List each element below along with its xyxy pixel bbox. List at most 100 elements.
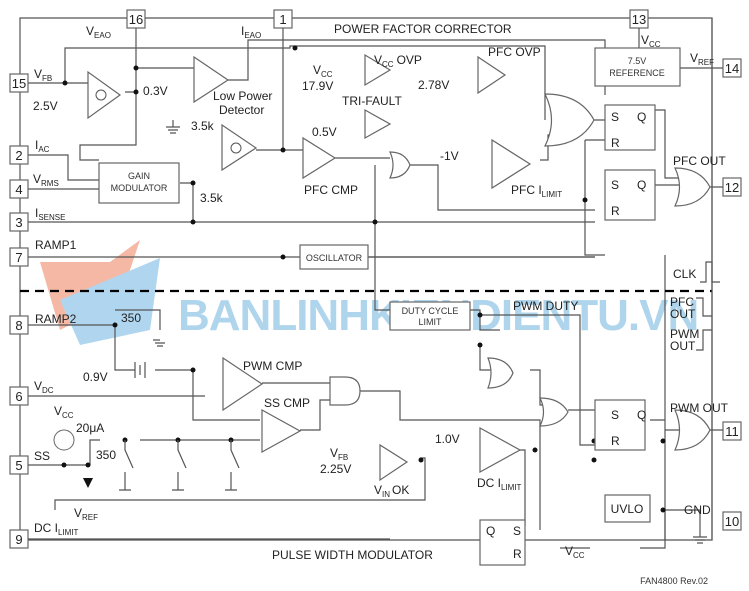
svg-text:IAC: IAC [35, 138, 50, 154]
pfc-nor-gate [389, 151, 411, 179]
pwm-and-gate [329, 376, 361, 406]
svg-text:11: 11 [725, 424, 739, 439]
svg-text:PFC CMP: PFC CMP [304, 183, 358, 197]
svg-text:5: 5 [15, 458, 22, 473]
pfc-out-nor-gate [674, 167, 711, 207]
clk-waveform [700, 261, 720, 283]
svg-text:VCC: VCC [641, 33, 661, 49]
svg-text:S: S [513, 524, 521, 538]
pwm-out-nor-gate [674, 409, 711, 451]
ss-cmp-comparator [261, 408, 302, 454]
svg-text:UVLO: UVLO [611, 502, 644, 516]
svg-text:SS CMP: SS CMP [264, 396, 310, 410]
uvlo-block [604, 494, 651, 523]
svg-text:DC ILIMIT: DC ILIMIT [477, 476, 522, 492]
svg-text:OSCILLATOR: OSCILLATOR [306, 253, 363, 263]
svg-text:LIMIT: LIMIT [418, 317, 442, 327]
pfc-out-waveform [696, 297, 712, 317]
svg-text:ISENSE: ISENSE [35, 206, 65, 222]
svg-text:-1V: -1V [440, 149, 459, 163]
svg-text:3.5k: 3.5k [191, 119, 215, 133]
svg-text:2.78V: 2.78V [418, 78, 449, 92]
svg-text:VFB: VFB [330, 446, 348, 462]
svg-text:R: R [611, 434, 620, 448]
svg-text:2: 2 [15, 148, 22, 163]
svg-text:VCC: VCC [54, 404, 74, 420]
svg-text:350: 350 [96, 448, 116, 462]
svg-text:MODULATOR: MODULATOR [111, 183, 168, 193]
svg-text:Q: Q [637, 178, 646, 192]
oscillator-block [299, 244, 369, 270]
ss-switches [119, 440, 240, 491]
current-error-amplifier [221, 123, 258, 172]
svg-text:GAIN: GAIN [128, 171, 150, 181]
pfc-cmp-comparator [302, 136, 337, 180]
error-amplifier-vfb [87, 70, 122, 120]
svg-text:PWM OUT: PWM OUT [670, 401, 729, 415]
svg-text:DC ILIMIT: DC ILIMIT [34, 521, 79, 537]
svg-text:Low Power: Low Power [213, 89, 272, 103]
svg-text:Q: Q [486, 524, 495, 538]
svg-text:R: R [513, 547, 522, 561]
svg-text:PWM DUTY: PWM DUTY [513, 299, 578, 313]
svg-text:10: 10 [725, 514, 739, 529]
svg-text:Detector: Detector [219, 103, 264, 117]
svg-text:16: 16 [129, 12, 143, 27]
revision-label: FAN4800 Rev.02 [640, 576, 708, 586]
section-title-pwm: PULSE WIDTH MODULATOR [272, 548, 433, 562]
svg-text:2.25V: 2.25V [320, 462, 351, 476]
svg-text:S: S [611, 408, 619, 422]
svg-text:VEAO: VEAO [86, 24, 111, 40]
pfc-flipflop-1 [604, 104, 656, 151]
svg-text:R: R [611, 204, 620, 218]
svg-text:VFB: VFB [34, 67, 52, 83]
svg-text:RAMP2: RAMP2 [35, 312, 77, 326]
svg-text:2.5V: 2.5V [33, 99, 58, 113]
pfc-flipflop-2 [604, 169, 656, 221]
vin-ok-comparator [379, 443, 409, 482]
pfc-ilimit-comparator [491, 138, 532, 190]
junction-dots [61, 45, 666, 513]
svg-text:PFC ILIMIT: PFC ILIMIT [511, 183, 562, 199]
svg-text:3: 3 [15, 215, 22, 230]
svg-text:VREF: VREF [690, 51, 714, 67]
svg-text:0.3V: 0.3V [143, 84, 168, 98]
svg-text:OUT: OUT [670, 307, 696, 321]
svg-text:CLK: CLK [673, 267, 696, 281]
pwm-flipflop [594, 399, 646, 451]
svg-text:15: 15 [12, 76, 26, 91]
svg-text:17.9V: 17.9V [302, 79, 333, 93]
svg-text:VRMS: VRMS [33, 172, 59, 188]
svg-text:OUT: OUT [670, 339, 696, 353]
battery-icon [134, 362, 146, 378]
watermark-logo [40, 240, 160, 345]
pwm-out-waveform [696, 329, 712, 351]
svg-text:PFC: PFC [670, 295, 694, 309]
svg-text:12: 12 [725, 180, 739, 195]
svg-text:VCC: VCC [313, 63, 333, 79]
pin-11 [722, 421, 742, 441]
svg-text:4: 4 [15, 182, 22, 197]
svg-text:6: 6 [15, 389, 22, 404]
svg-text:TRI-FAULT: TRI-FAULT [342, 94, 402, 108]
svg-text:0.9V: 0.9V [83, 370, 108, 384]
svg-text:R: R [611, 136, 620, 150]
tri-fault-comparator [364, 108, 392, 140]
low-power-detector [193, 55, 230, 104]
svg-text:REFERENCE: REFERENCE [609, 68, 665, 78]
svg-text:RAMP1: RAMP1 [35, 238, 77, 252]
svg-text:PFC OUT: PFC OUT [673, 154, 726, 168]
svg-text:PWM: PWM [670, 327, 699, 341]
svg-text:350: 350 [121, 311, 141, 325]
svg-text:20μA: 20μA [76, 421, 104, 435]
ground-icons [153, 120, 707, 544]
pfc-ovp-comparator [477, 55, 507, 95]
pfc-fault-or-gate [544, 93, 595, 147]
current-source-icon [53, 429, 75, 451]
svg-text:9: 9 [15, 532, 22, 547]
pwm-nor-gate [487, 357, 514, 389]
